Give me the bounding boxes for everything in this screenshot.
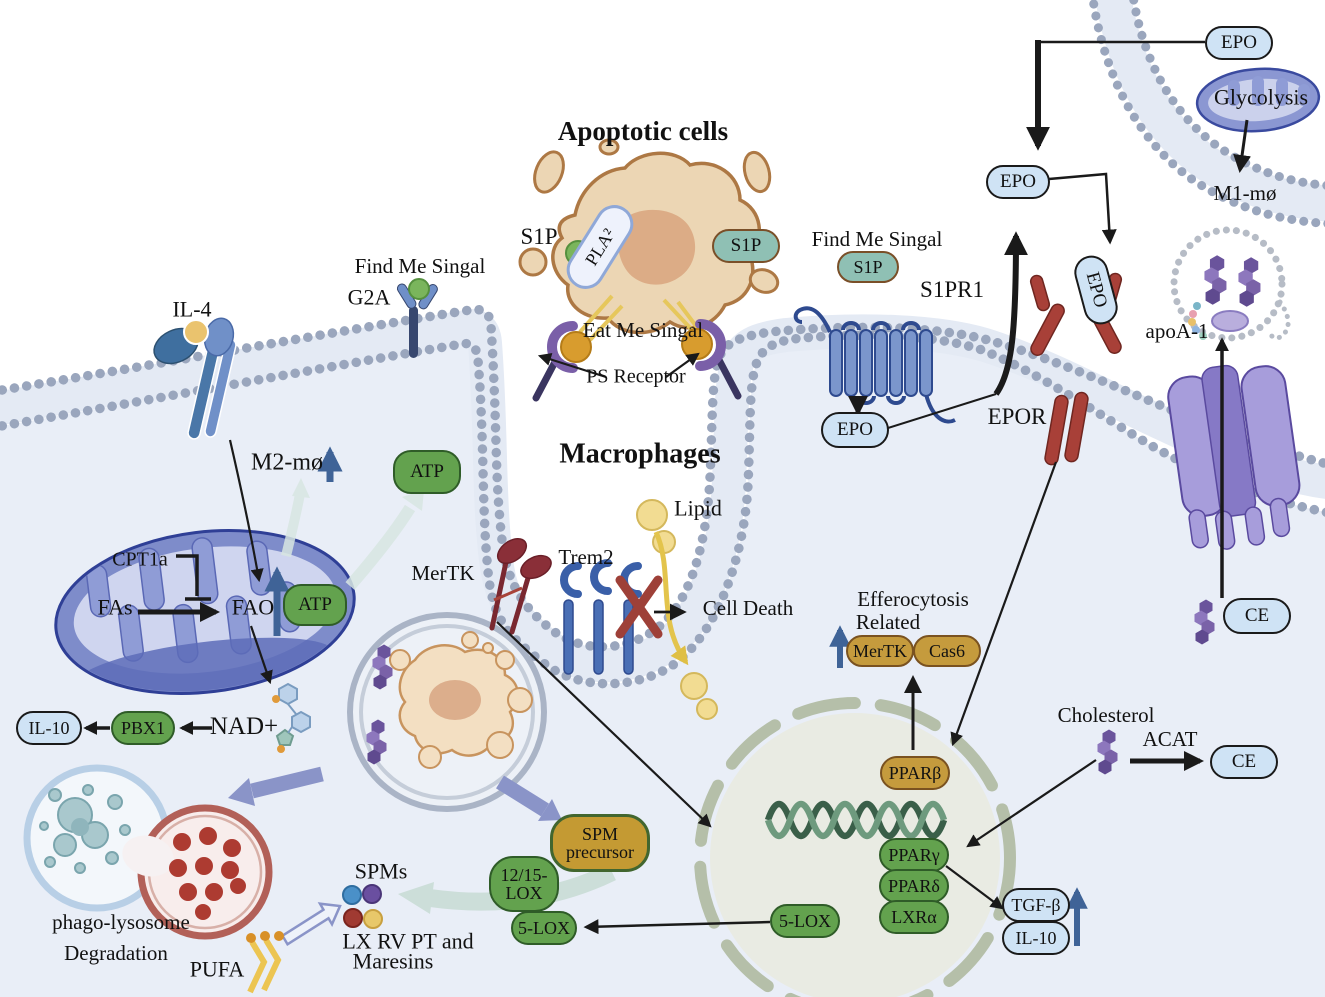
epor-label: EPOR [987,403,1047,429]
cas6-badge: Cas6 [913,635,981,667]
acat-label: ACAT [1142,726,1198,751]
fao-label: FAO [231,594,275,620]
ps-receptor-left [532,321,592,402]
phagosome-to-spm-arrow [496,775,562,821]
phagosome [347,612,547,812]
nad-molecule-icon [272,682,311,753]
epo-badge-top-right: EPO [1205,26,1273,60]
lox5-badge-cytoplasm: 5-LOX [511,911,577,945]
ps-receptor-label: PS Receptor [586,365,686,388]
lox1215-badge: 12/15- LOX [489,856,559,912]
glycolysis-label: Glycolysis [1213,84,1309,110]
g2a-receptor [396,278,438,358]
fas-label: FAs [97,594,133,620]
cholesterol-label: Cholesterol [1057,702,1155,727]
efferocytosis-label-1: Efferocytosis [857,586,969,611]
spm-precursor-badge: SPM precursor [550,814,650,872]
mertk-label: MerTK [411,560,475,585]
m2-macrophage-label: M2-mø [251,449,323,476]
ce-badge-right: CE [1210,745,1278,779]
pparb-badge: PPARβ [880,756,950,790]
trem2-receptor [560,559,642,675]
lipid-droplets-icon [636,499,718,720]
il10-badge-left: IL-10 [16,711,82,745]
tgfb-badge: TGF-β [1002,888,1070,922]
degradation-label: Degradation [64,940,168,965]
pufa-molecule-icon [246,931,284,994]
dna-helix-icon [764,800,948,840]
lipid-efflux-arrow [653,530,689,666]
nucleus-graphic [694,697,1016,997]
spm-molecules-icon [342,884,383,929]
lxra-badge: LXRα [879,900,949,934]
apoptotic-cells-title: Apoptotic cells [557,115,729,146]
il10-badge-right: IL-10 [1002,921,1070,955]
find-me-signal-left-label: Find Me Singal [354,253,486,278]
s1pr1-label: S1PR1 [920,276,984,302]
trem2-label: Trem2 [558,544,614,569]
ps-ligand-icon [560,331,592,363]
cell-death-label: Cell Death [702,595,794,620]
phago-lysosome-label: phago-lysosome [52,909,190,934]
cpt1a-label: CPT1a [112,548,168,571]
find-me-ligand-icon [408,278,430,300]
il4-label: IL-4 [172,296,212,322]
apoptotic-body-icon [518,138,780,294]
s1p-free-label: S1P [520,223,558,249]
pufa-to-spms-outline-arrow [280,902,342,947]
arrows [83,40,1251,935]
spm-products-label-1: LX RV PT and [342,928,474,954]
lipid-label: Lipid [674,495,722,521]
apoptotic-cell-graphic [518,138,780,342]
hdl-particle [1170,226,1291,342]
oligosaccharide-beads-icon [1188,302,1207,340]
mertk-badge: MerTK [846,635,914,667]
nad-label: NAD+ [209,712,279,740]
degraded-debris-icon [39,784,131,874]
s1p-badge-s1pr1: S1P [837,251,899,283]
lysosome-contents-icon [169,827,246,920]
pparg-badge: PPARγ [879,838,949,872]
atp-badge-mito: ATP [283,584,347,626]
ppard-badge: PPARδ [879,869,949,903]
efferocytosis-label-2: Related [855,609,921,634]
spm-products-label-2: Maresins [352,948,434,974]
epo-badge-mid: EPO [986,165,1050,199]
atp-badge-cytoplasm: ATP [393,450,461,494]
pufa-label: PUFA [189,956,245,982]
m1-cell-membrane [1088,0,1325,228]
s1p-badge-apoptotic: S1P [712,229,780,263]
lox5-badge-nucleus: 5-LOX [770,904,840,938]
pbx1-badge: PBX1 [111,711,175,745]
find-me-signal-right-label: Find Me Singal [811,226,943,251]
spms-label: SPMs [354,858,408,884]
il4-ligand-icon [183,319,209,345]
mito-atp-flow-arrows [281,478,424,590]
macrophage-membrane [0,304,1325,689]
m1-macrophage-label: M1-mø [1213,180,1277,205]
g2a-label: G2A [347,284,391,310]
s1pr1-receptor [793,306,956,424]
mertk-receptor [489,537,552,635]
apoa1-label: apoA-1 [1145,318,1209,343]
macrophages-title: Macrophages [559,438,721,470]
blocked-x-icon [615,575,663,639]
phago-lysosome [23,764,273,940]
m1-mitochondria [1195,67,1321,133]
upregulation-arrows [264,446,1088,946]
eat-me-signal-label: Eat Me Singal [582,317,704,342]
epo-badge-secreted: EPO [821,412,889,448]
ce-badge-top: CE [1223,598,1291,634]
il4-receptor [153,317,237,440]
phagosome-to-lysosome-arrow [228,766,324,806]
